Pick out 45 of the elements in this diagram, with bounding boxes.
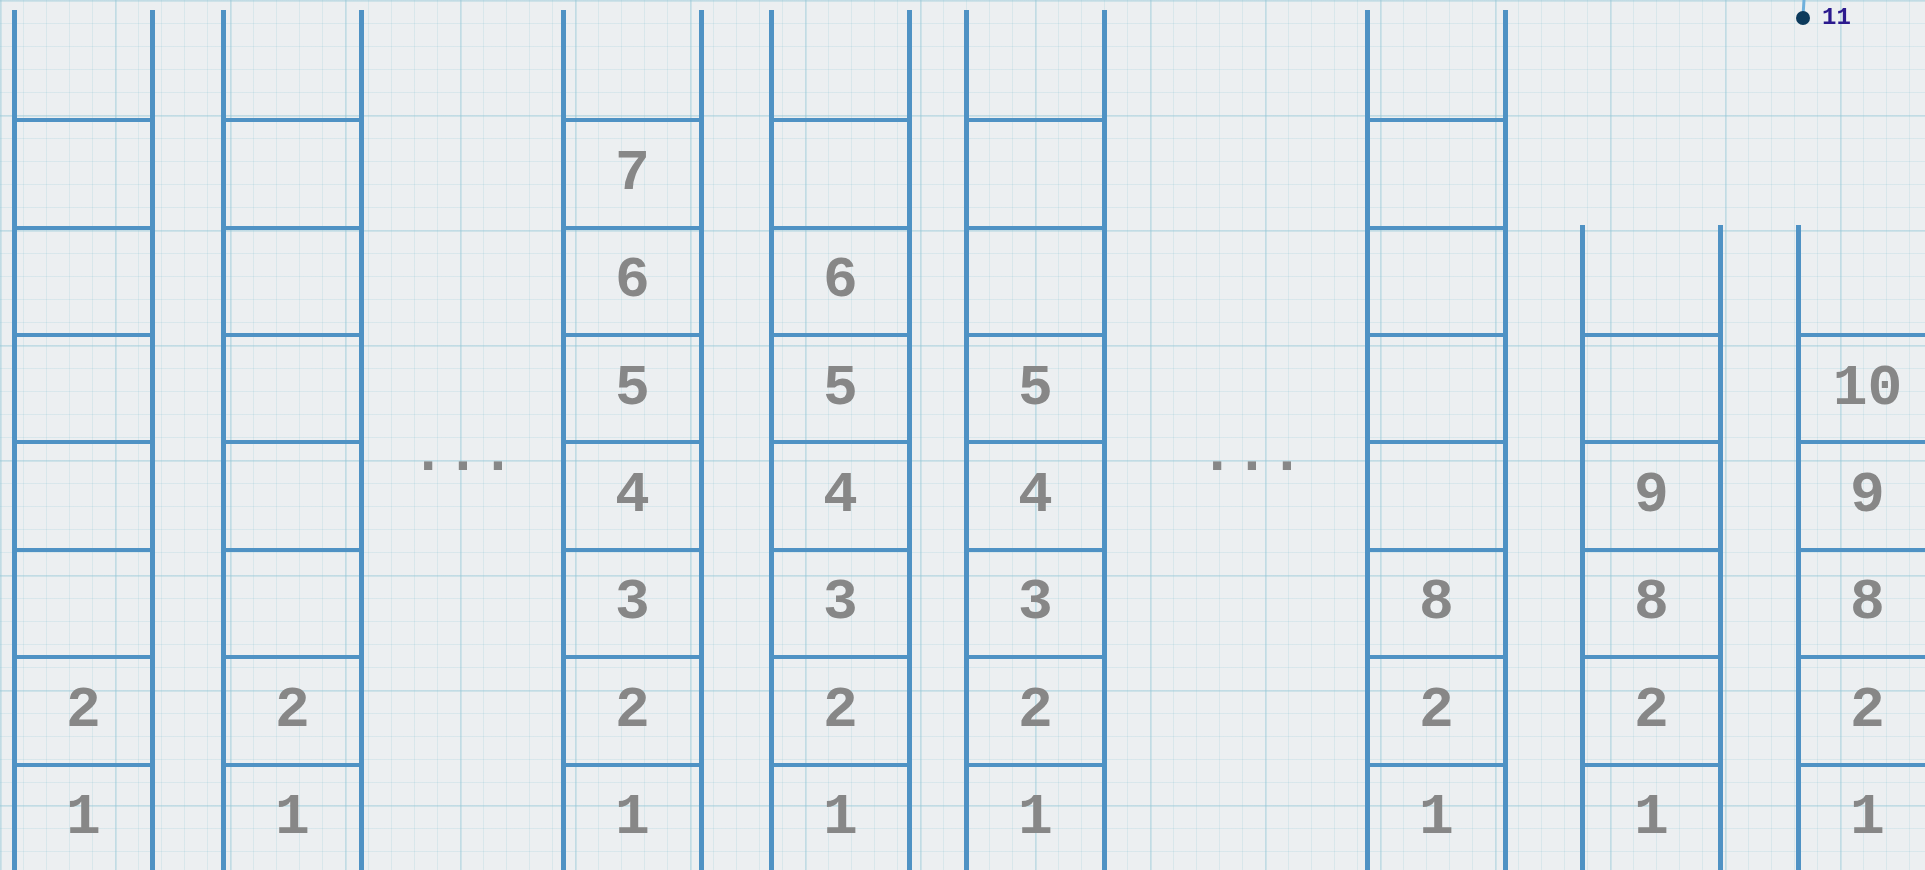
cell-number: 5 [823,359,858,418]
cell-number: 6 [615,252,650,311]
cell-number: 2 [1634,681,1669,740]
cell-number: 10 [1832,359,1903,418]
cell-number: 2 [1018,681,1053,740]
cell-number: 1 [823,789,858,848]
cell-number: 2 [275,681,310,740]
cell-number: 9 [1850,467,1885,526]
ellipsis: ... [410,426,516,485]
ellipsis: ... [1199,426,1305,485]
cell-number: 2 [615,681,650,740]
cell-number: 2 [1419,681,1454,740]
cell-number: 2 [1850,681,1885,740]
cell-number: 3 [823,574,858,633]
cell-number: 8 [1634,574,1669,633]
cell-number: 7 [615,144,650,203]
cell-number: 2 [823,681,858,740]
cell-number: 4 [1018,467,1053,526]
stack-column [769,10,912,870]
cell-number: 1 [1850,789,1885,848]
stack-column [964,10,1107,870]
cell-number: 4 [615,467,650,526]
cell-number: 8 [1850,574,1885,633]
cell-number: 3 [1018,574,1053,633]
cell-number: 6 [823,252,858,311]
cell-number: 5 [1018,359,1053,418]
cell-number: 1 [66,789,101,848]
cell-number: 8 [1419,574,1454,633]
stack-column [221,10,364,870]
cell-number: 1 [1018,789,1053,848]
stack-column [1796,225,1925,870]
cell-number: 2 [66,681,101,740]
cell-number: 9 [1634,467,1669,526]
cell-number: 4 [823,467,858,526]
cell-number: 3 [615,574,650,633]
stack-column [561,10,704,870]
stack-column [1580,225,1723,870]
cell-number: 1 [615,789,650,848]
cell-number: 1 [1634,789,1669,848]
cell-number: 1 [1419,789,1454,848]
cell-number: 1 [275,789,310,848]
stack-column [12,10,155,870]
cell-number: 5 [615,359,650,418]
element-number: 11 [1822,6,1851,30]
stack-column [1365,10,1508,870]
